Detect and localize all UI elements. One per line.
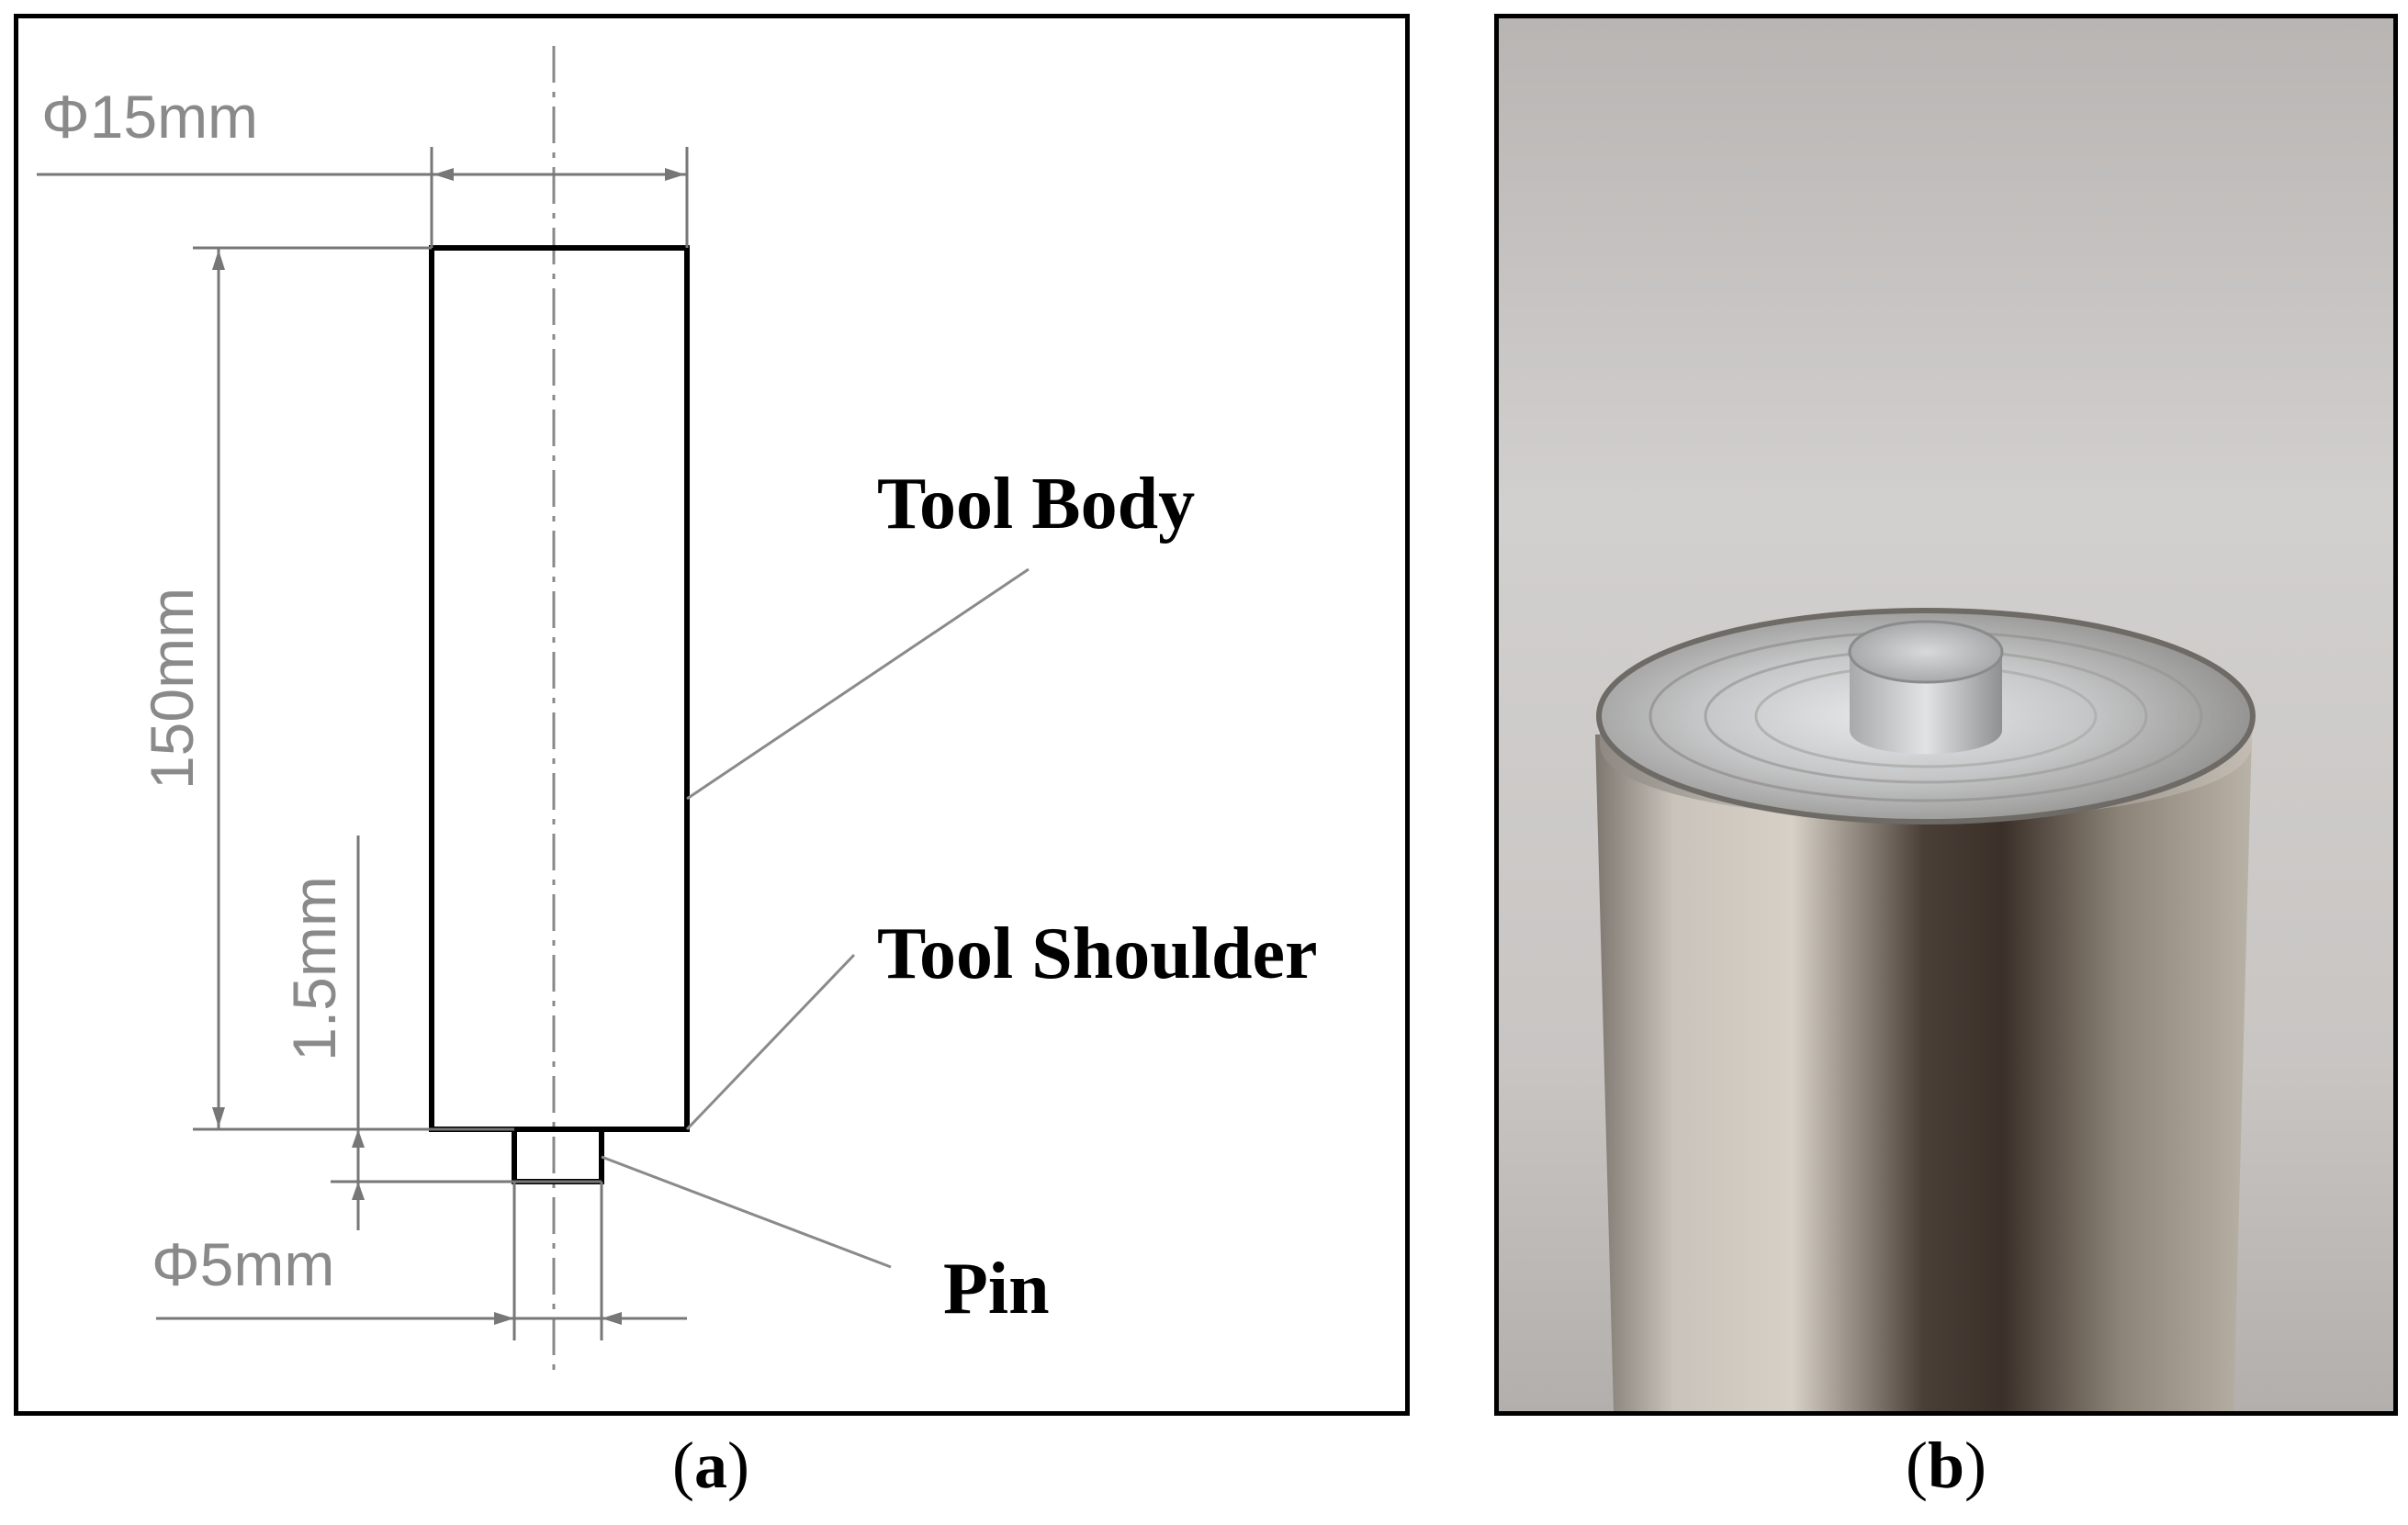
- tool-body-outline: [429, 245, 690, 1132]
- caption-a: (a): [672, 1429, 749, 1502]
- body-diameter-label: Φ15mm: [41, 83, 258, 151]
- panel-a-drawing: Φ15mm 150mm 1.5mm Φ5mm Tool Body Tool Sh…: [14, 14, 1410, 1416]
- photo-pin-top: [1848, 620, 2004, 684]
- tool-drawing: Φ15mm 150mm 1.5mm Φ5mm Tool Body Tool Sh…: [37, 46, 1317, 1377]
- tool-photo: [1499, 18, 2393, 1411]
- pin-label: Pin: [943, 1249, 1050, 1329]
- tool-body-label: Tool Body: [877, 464, 1195, 544]
- pin-outline: [512, 1127, 604, 1184]
- tool-shoulder-leader: [685, 953, 856, 1131]
- tool-shoulder-label: Tool Shoulder: [877, 914, 1317, 994]
- pin-length-label: 1.5mm: [280, 876, 348, 1061]
- pin-leader: [601, 1155, 892, 1269]
- panel-b-photo: [1494, 14, 2398, 1416]
- tool-shaft: [1595, 734, 2252, 1411]
- caption-b: (b): [1905, 1429, 1986, 1502]
- tool-body-leader: [686, 567, 1030, 801]
- length-label: 150mm: [138, 588, 206, 790]
- pin-diameter-label: Φ5mm: [152, 1230, 334, 1298]
